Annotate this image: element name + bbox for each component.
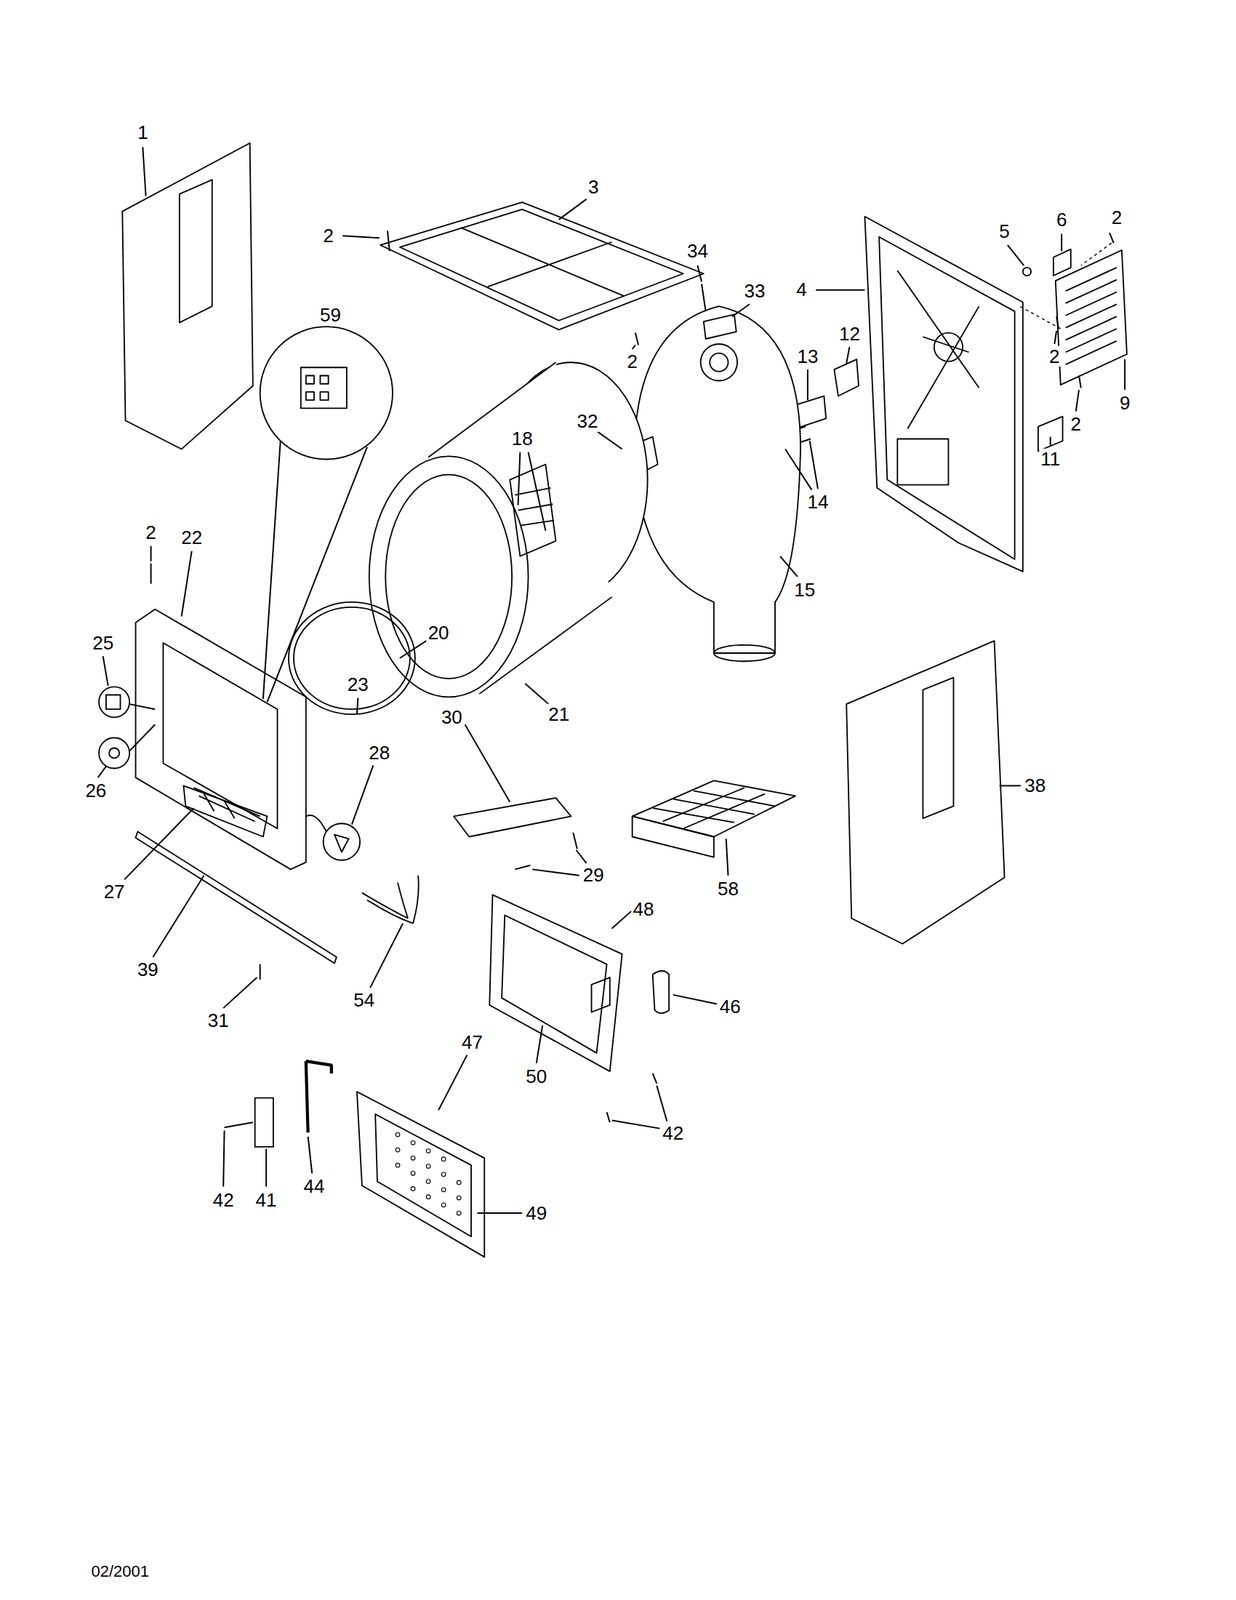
callout-number: 58: [716, 877, 741, 899]
callout-number: 14: [805, 491, 830, 513]
callout-number: 5: [997, 221, 1011, 243]
callout-number: 28: [367, 742, 392, 764]
callout-number: 12: [837, 322, 862, 344]
callout-number: 44: [302, 1175, 327, 1197]
callout-number: 25: [90, 631, 115, 653]
callout-number: 4: [794, 279, 808, 301]
callout-number: 34: [685, 240, 710, 262]
callout-number: 21: [546, 703, 571, 725]
callout-number: 46: [718, 996, 743, 1018]
callout-number: 27: [102, 881, 127, 903]
callout-number: 15: [792, 578, 817, 600]
callout-number: 2: [321, 225, 335, 247]
callout-number: 48: [631, 897, 656, 920]
date-stamp: 02/2001: [89, 1562, 151, 1580]
callout-number: 2: [1069, 413, 1083, 435]
callout-number: 39: [135, 958, 160, 980]
callout-number: 2: [1110, 206, 1124, 228]
callout-number: 3: [586, 175, 600, 198]
callout-number: 20: [426, 621, 451, 643]
callout-number: 11: [1038, 448, 1062, 470]
callout-number: 2: [1047, 345, 1061, 367]
callout-number: 29: [581, 864, 606, 886]
callout-number: 26: [83, 780, 108, 802]
callout-number: 23: [346, 673, 371, 696]
callout-number: 31: [206, 1009, 231, 1031]
callout-number: 6: [1054, 208, 1069, 230]
callout-number: 2: [625, 350, 639, 372]
callout-number: 47: [460, 1031, 485, 1053]
callout-number: 41: [254, 1188, 279, 1210]
callout-number: 32: [575, 410, 600, 432]
callout-number: 54: [351, 988, 376, 1010]
callout-number: 18: [510, 428, 535, 450]
callout-number: 9: [1118, 392, 1132, 414]
callout-number: 22: [179, 527, 204, 549]
callout-number: 13: [795, 345, 820, 367]
callout-number: 38: [1022, 775, 1047, 797]
callout-number: 42: [211, 1188, 236, 1210]
callout-number: 49: [524, 1201, 549, 1223]
callout-number: 42: [660, 1122, 685, 1144]
callout-number: 59: [318, 304, 343, 326]
callout-number: 50: [524, 1065, 549, 1087]
callout-number: 2: [143, 522, 158, 544]
callout-number: 1: [135, 122, 150, 144]
callout-number: 33: [742, 279, 767, 302]
callout-number: 30: [439, 706, 464, 728]
